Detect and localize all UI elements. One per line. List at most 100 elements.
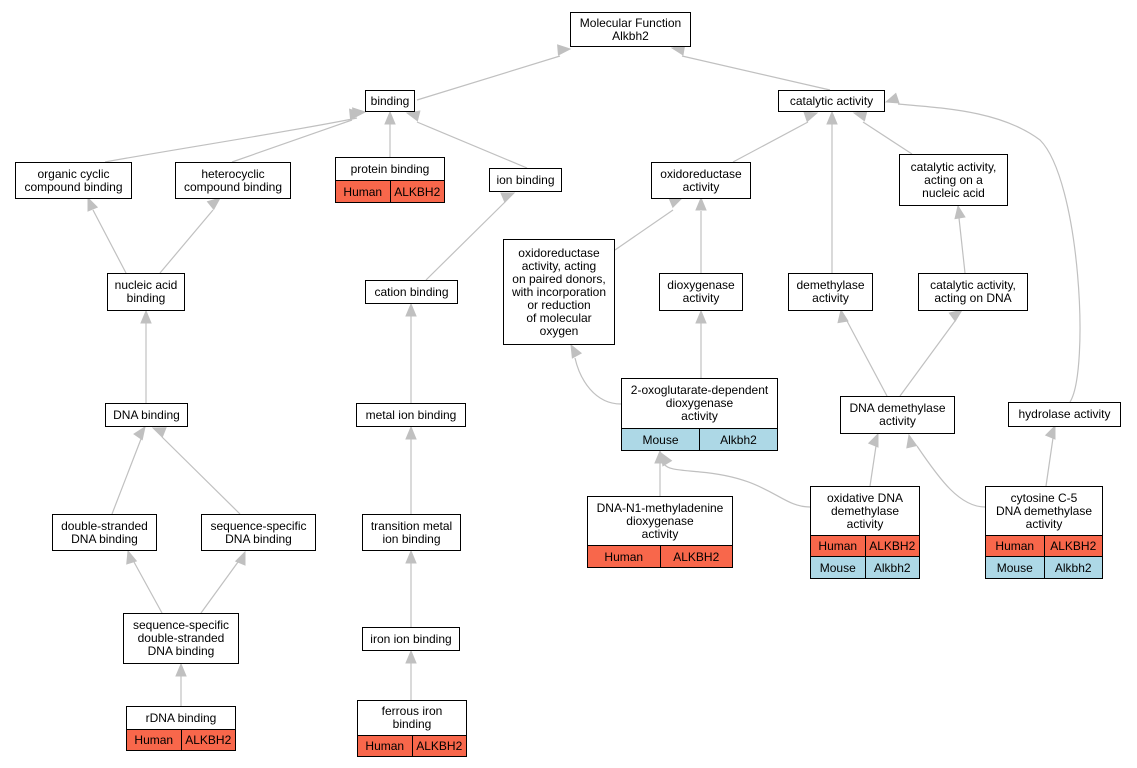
edge-line [1045, 437, 1054, 487]
edge-arrowhead [384, 110, 396, 125]
gene-human: ALKBH2 [390, 180, 445, 203]
gene-human: ALKBH2 [181, 729, 236, 751]
species-human: Human [126, 729, 182, 751]
node-dioxygenase-activity[interactable]: dioxygenase activity [659, 273, 743, 311]
species-human: Human [810, 535, 866, 557]
edge-line [899, 320, 956, 397]
edge-line [732, 121, 809, 163]
gene-human: ALKBH2 [1044, 535, 1103, 557]
edge-arrowhead [234, 550, 246, 566]
edge-line [663, 463, 811, 508]
edge-line [681, 55, 831, 91]
edge-arrowhead [803, 111, 819, 123]
edge-arrowhead [954, 204, 966, 220]
annotation-oxidative-dna-human: Human ALKBH2 [810, 535, 920, 557]
annotation-dna-n1: Human ALKBH2 [587, 545, 733, 568]
edge-line [159, 209, 214, 274]
node-binding[interactable]: binding [365, 90, 415, 112]
edge-line [869, 445, 877, 487]
node-metal-ion-binding[interactable]: metal ion binding [356, 403, 466, 427]
gene-human: ALKBH2 [412, 735, 467, 757]
gene-human: ALKBH2 [660, 545, 733, 568]
species-mouse: Mouse [810, 556, 866, 579]
edge-line [897, 103, 1081, 403]
node-sequence-specific-ds-dna-binding[interactable]: sequence-specific double-stranded DNA bi… [123, 613, 239, 664]
gene-human: ALKBH2 [865, 535, 920, 557]
species-mouse: Mouse [985, 556, 1045, 579]
edge-arrowhead [87, 196, 99, 212]
node-nucleic-acid-binding[interactable]: nucleic acid binding [107, 273, 185, 311]
edge-line [862, 121, 913, 155]
gene-mouse: Alkbh2 [865, 556, 920, 579]
node-catalytic-activity-nucleic-acid[interactable]: catalytic activity, acting on a nucleic … [899, 154, 1008, 206]
node-protein-binding[interactable]: protein binding [335, 157, 445, 181]
edge-arrowhead [405, 649, 417, 664]
node-demethylase-activity[interactable]: demethylase activity [788, 273, 873, 311]
node-2og-dioxygenase-activity[interactable]: 2-oxoglutarate-dependent dioxygenase act… [621, 378, 778, 429]
species-human: Human [357, 735, 413, 757]
node-double-stranded-dna-binding[interactable]: double-stranded DNA binding [52, 514, 157, 551]
edge-arrowhead [405, 110, 421, 122]
edge-line [416, 121, 528, 169]
edge-line [133, 561, 163, 614]
node-oxidative-dna-demethylase[interactable]: oxidative DNA demethylase activity [810, 486, 920, 536]
node-catalytic-activity-dna[interactable]: catalytic activity, acting on DNA [918, 273, 1028, 311]
edge-arrowhead [140, 309, 152, 324]
gene-mouse: Alkbh2 [700, 428, 778, 451]
node-dna-demethylase-activity[interactable]: DNA demethylase activity [840, 396, 955, 434]
edge-line [200, 561, 239, 614]
node-ion-binding[interactable]: ion binding [489, 168, 562, 192]
edge-line [916, 445, 986, 508]
annotation-cytosine-c5-mouse: Mouse Alkbh2 [985, 556, 1103, 579]
edge-line [425, 201, 506, 281]
annotation-oxidative-dna-mouse: Mouse Alkbh2 [810, 556, 920, 579]
species-human: Human [335, 180, 391, 203]
node-oxidoreductase-paired-donors[interactable]: oxidoreductase activity, acting on paire… [503, 239, 615, 345]
edge-line [614, 209, 674, 251]
node-iron-ion-binding[interactable]: iron ion binding [362, 627, 460, 651]
gene-mouse: Alkbh2 [1044, 556, 1103, 579]
edge-arrowhead [837, 308, 849, 324]
edge-arrowhead [867, 432, 879, 448]
species-mouse: Mouse [621, 428, 700, 451]
edge-arrowhead [405, 302, 417, 317]
edge-arrowhead [126, 549, 138, 565]
node-cytosine-c5-dna-demethylase[interactable]: cytosine C-5 DNA demethylase activity [985, 486, 1103, 536]
edge-line [846, 320, 888, 397]
node-cation-binding[interactable]: cation binding [365, 280, 458, 304]
edge-arrowhead [206, 197, 222, 211]
node-transition-metal-ion-binding[interactable]: transition metal ion binding [362, 514, 461, 551]
annotation-ferrous-iron: Human ALKBH2 [357, 735, 467, 757]
node-dna-n1-methyladenine-dioxygenase[interactable]: DNA-N1-methyladenine dioxygenase activit… [587, 496, 733, 546]
edge-line [958, 217, 966, 274]
edge-arrowhead [695, 196, 707, 211]
edge-arrowhead [884, 92, 900, 104]
edge-arrowhead [852, 110, 868, 122]
edge-arrowhead [948, 309, 964, 323]
species-human: Human [985, 535, 1045, 557]
node-ferrous-iron-binding[interactable]: ferrous iron binding [357, 700, 467, 736]
annotation-rdna-binding: Human ALKBH2 [126, 729, 236, 751]
edge-arrowhead [660, 451, 673, 467]
edge-line [111, 438, 142, 515]
node-rdna-binding[interactable]: rDNA binding [126, 706, 236, 730]
node-oxidoreductase-activity[interactable]: oxidoreductase activity [651, 162, 751, 199]
node-hydrolase-activity[interactable]: hydrolase activity [1008, 402, 1121, 427]
node-heterocyclic-compound-binding[interactable]: heterocyclic compound binding [175, 162, 291, 199]
annotation-2og-dioxygenase: Mouse Alkbh2 [621, 428, 778, 451]
edge-arrowhead [348, 108, 364, 120]
node-root[interactable]: Molecular Function Alkbh2 [570, 12, 691, 47]
node-organic-cyclic-compound-binding[interactable]: organic cyclic compound binding [15, 162, 132, 199]
edge-arrowhead [133, 425, 146, 441]
edge-arrowhead [557, 44, 572, 56]
node-sequence-specific-dna-binding[interactable]: sequence-specific DNA binding [201, 514, 316, 551]
edge-arrowhead [405, 549, 417, 564]
annotation-cytosine-c5-human: Human ALKBH2 [985, 535, 1103, 557]
edge-line [92, 209, 127, 274]
node-dna-binding[interactable]: DNA binding [105, 403, 188, 427]
edge-line [104, 117, 358, 163]
node-catalytic-activity[interactable]: catalytic activity [778, 90, 885, 112]
edge-arrowhead [175, 662, 187, 677]
edge-line [574, 357, 622, 405]
